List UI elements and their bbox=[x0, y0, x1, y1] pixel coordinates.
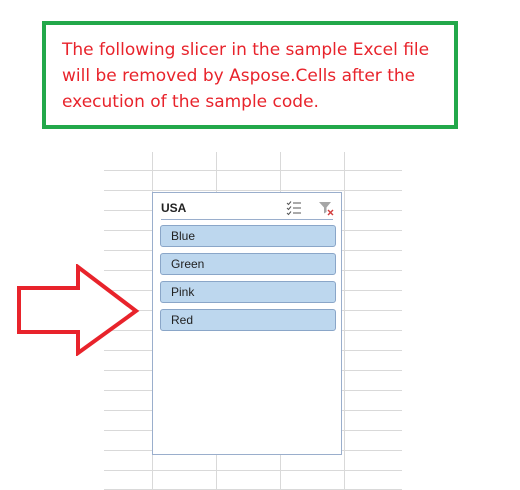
note-box: The following slicer in the sample Excel… bbox=[42, 21, 458, 129]
slicer-item-green[interactable]: Green bbox=[160, 253, 336, 275]
clear-filter-icon[interactable] bbox=[317, 199, 335, 217]
slicer-header: USA bbox=[161, 199, 335, 220]
note-text: The following slicer in the sample Excel… bbox=[62, 40, 430, 112]
right-arrow-icon bbox=[16, 262, 140, 361]
slicer-item-red[interactable]: Red bbox=[160, 309, 336, 331]
slicer-item-pink[interactable]: Pink bbox=[160, 281, 336, 303]
slicer-title: USA bbox=[161, 201, 187, 215]
slicer-item-list: Blue Green Pink Red bbox=[160, 225, 336, 337]
multi-select-icon[interactable] bbox=[285, 199, 303, 217]
slicer-item-blue[interactable]: Blue bbox=[160, 225, 336, 247]
slicer-panel[interactable]: USA Blue bbox=[152, 192, 342, 455]
